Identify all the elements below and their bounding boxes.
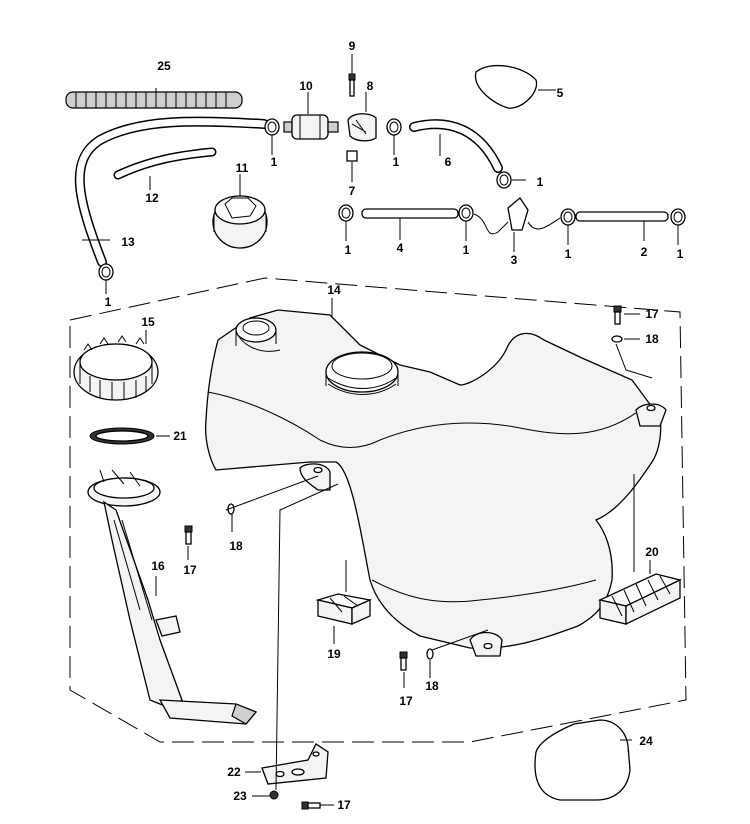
mounting-washer[interactable] — [227, 335, 623, 660]
tank-mounting-bracket[interactable] — [261, 743, 329, 785]
label-3: 3 — [511, 253, 518, 267]
fuel-hose-6[interactable] — [409, 119, 503, 173]
bracket-nut[interactable] — [346, 150, 358, 162]
label-20: 20 — [645, 545, 659, 559]
fuel-hose-13[interactable] — [74, 116, 269, 267]
fuel-hose-12[interactable] — [113, 147, 217, 180]
bracket-nut-23[interactable] — [269, 790, 279, 800]
label-17a: 17 — [645, 307, 659, 321]
label-17d: 17 — [337, 798, 351, 812]
fuel-hose-2[interactable] — [575, 211, 669, 222]
label-21: 21 — [173, 429, 187, 443]
label-22: 22 — [227, 765, 241, 779]
label-17c: 17 — [399, 694, 413, 708]
label-16: 16 — [151, 559, 165, 573]
bracket-screw[interactable] — [348, 73, 356, 97]
fuel-hose-4[interactable] — [361, 208, 459, 219]
foam-pad-20[interactable] — [598, 573, 682, 626]
label-24: 24 — [639, 734, 653, 748]
label-1g: 1 — [677, 247, 684, 261]
t-connector[interactable] — [473, 197, 561, 235]
label-18b: 18 — [229, 539, 243, 553]
fuel-filter[interactable] — [283, 114, 339, 140]
label-8: 8 — [367, 79, 374, 93]
label-7: 7 — [349, 184, 356, 198]
label-11: 11 — [236, 161, 249, 175]
leader-lines — [82, 54, 679, 806]
label-6: 6 — [445, 155, 452, 169]
label-1f: 1 — [565, 247, 572, 261]
label-12: 12 — [145, 191, 159, 205]
label-18c: 18 — [425, 679, 439, 693]
locking-ring[interactable] — [73, 335, 159, 401]
label-1h: 1 — [105, 295, 112, 309]
label-25: 25 — [157, 59, 171, 73]
label-2: 2 — [641, 245, 648, 259]
fuel-pump-sender[interactable] — [87, 469, 258, 725]
mounting-screw[interactable] — [184, 305, 622, 810]
label-23: 23 — [233, 789, 247, 803]
foam-pad-19[interactable] — [315, 593, 373, 626]
filter-bracket[interactable] — [347, 113, 377, 142]
fuel-filler-cap[interactable] — [212, 195, 268, 249]
label-1a: 1 — [271, 155, 278, 169]
label-1d: 1 — [345, 243, 352, 257]
part-number-labels: 25 9 10 8 5 1 1 6 1 11 7 12 13 1 4 1 3 1… — [105, 39, 684, 812]
seal-plate[interactable] — [475, 64, 538, 109]
label-5: 5 — [557, 86, 564, 100]
label-1b: 1 — [393, 155, 400, 169]
label-15: 15 — [141, 315, 155, 329]
label-4: 4 — [397, 241, 404, 255]
corrugated-hose[interactable] — [65, 91, 243, 109]
label-10: 10 — [299, 79, 313, 93]
label-17b: 17 — [183, 563, 197, 577]
label-9: 9 — [349, 39, 356, 53]
label-19: 19 — [327, 647, 341, 661]
label-14: 14 — [327, 283, 341, 297]
label-18a: 18 — [645, 332, 659, 346]
label-1e: 1 — [463, 243, 470, 257]
assembly-outline — [69, 277, 687, 743]
label-1c: 1 — [537, 175, 544, 189]
seal-pad-24[interactable] — [534, 719, 631, 801]
hose-clamp[interactable] — [98, 118, 686, 281]
fuel-tank[interactable] — [204, 309, 667, 657]
label-13: 13 — [121, 235, 135, 249]
pump-seal-ring[interactable] — [89, 427, 155, 445]
